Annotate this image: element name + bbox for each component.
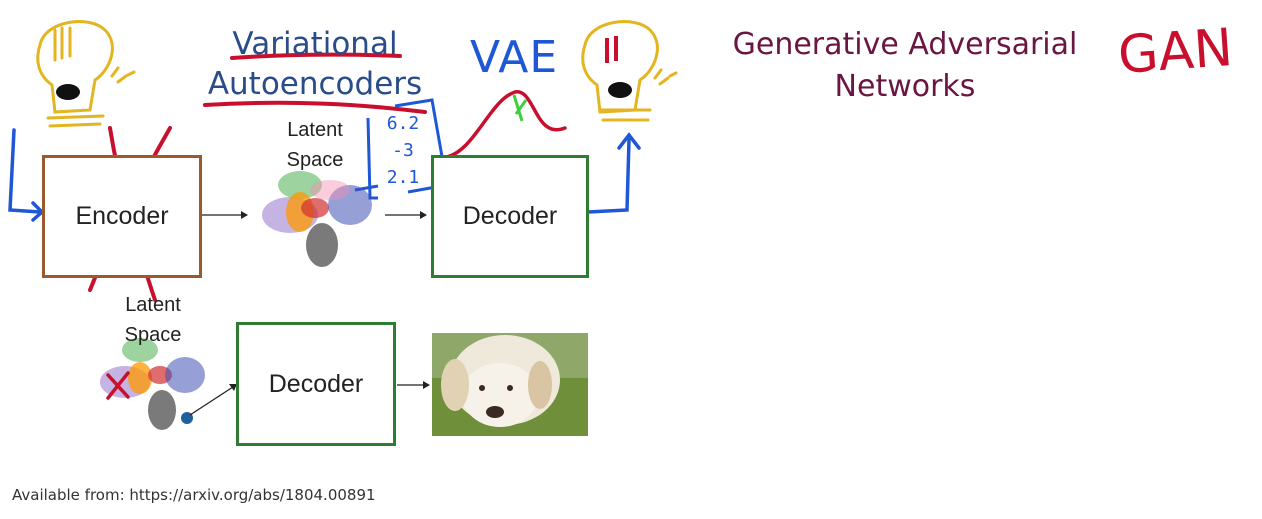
generated-dog-image xyxy=(432,333,588,436)
latent-cloud-top xyxy=(262,171,372,267)
lightbulb-right-icon xyxy=(581,20,678,122)
handwritten-vae: VAE xyxy=(470,32,559,83)
latent-space-label-top: Latent Space xyxy=(286,119,344,171)
latent-cloud-bottom xyxy=(100,338,205,430)
gan-title: Generative Adversarial Networks xyxy=(720,24,1090,108)
vector-value-1: 6.2 xyxy=(386,113,420,134)
latent-space-label-bottom: Latent Space xyxy=(124,294,182,346)
decoder-label-bottom: Decoder xyxy=(268,369,364,398)
encoder-label: Encoder xyxy=(75,202,169,230)
encoder-box: Encoder xyxy=(42,155,202,278)
vector-value-2: -3 xyxy=(392,140,414,161)
decoder-label-top: Decoder xyxy=(462,202,558,230)
gan-title-line2: Networks xyxy=(834,69,976,104)
decoder-box-top: Decoder xyxy=(431,155,589,278)
handwritten-gan: GAN xyxy=(1116,18,1235,86)
vae-title-line2: Autoencoders xyxy=(207,66,423,102)
citation-footer: Available from: https://arxiv.org/abs/18… xyxy=(12,486,376,504)
vae-title-line1: Variational xyxy=(232,26,398,62)
lightbulb-left-icon xyxy=(36,20,136,128)
decoder-box-bottom: Decoder xyxy=(236,322,396,446)
handwritten-vector: 6.2 -3 2.1 xyxy=(373,110,433,191)
vector-value-3: 2.1 xyxy=(386,167,420,188)
vae-title: Variational Autoencoders xyxy=(200,24,430,104)
gan-title-line1: Generative Adversarial xyxy=(732,27,1078,62)
